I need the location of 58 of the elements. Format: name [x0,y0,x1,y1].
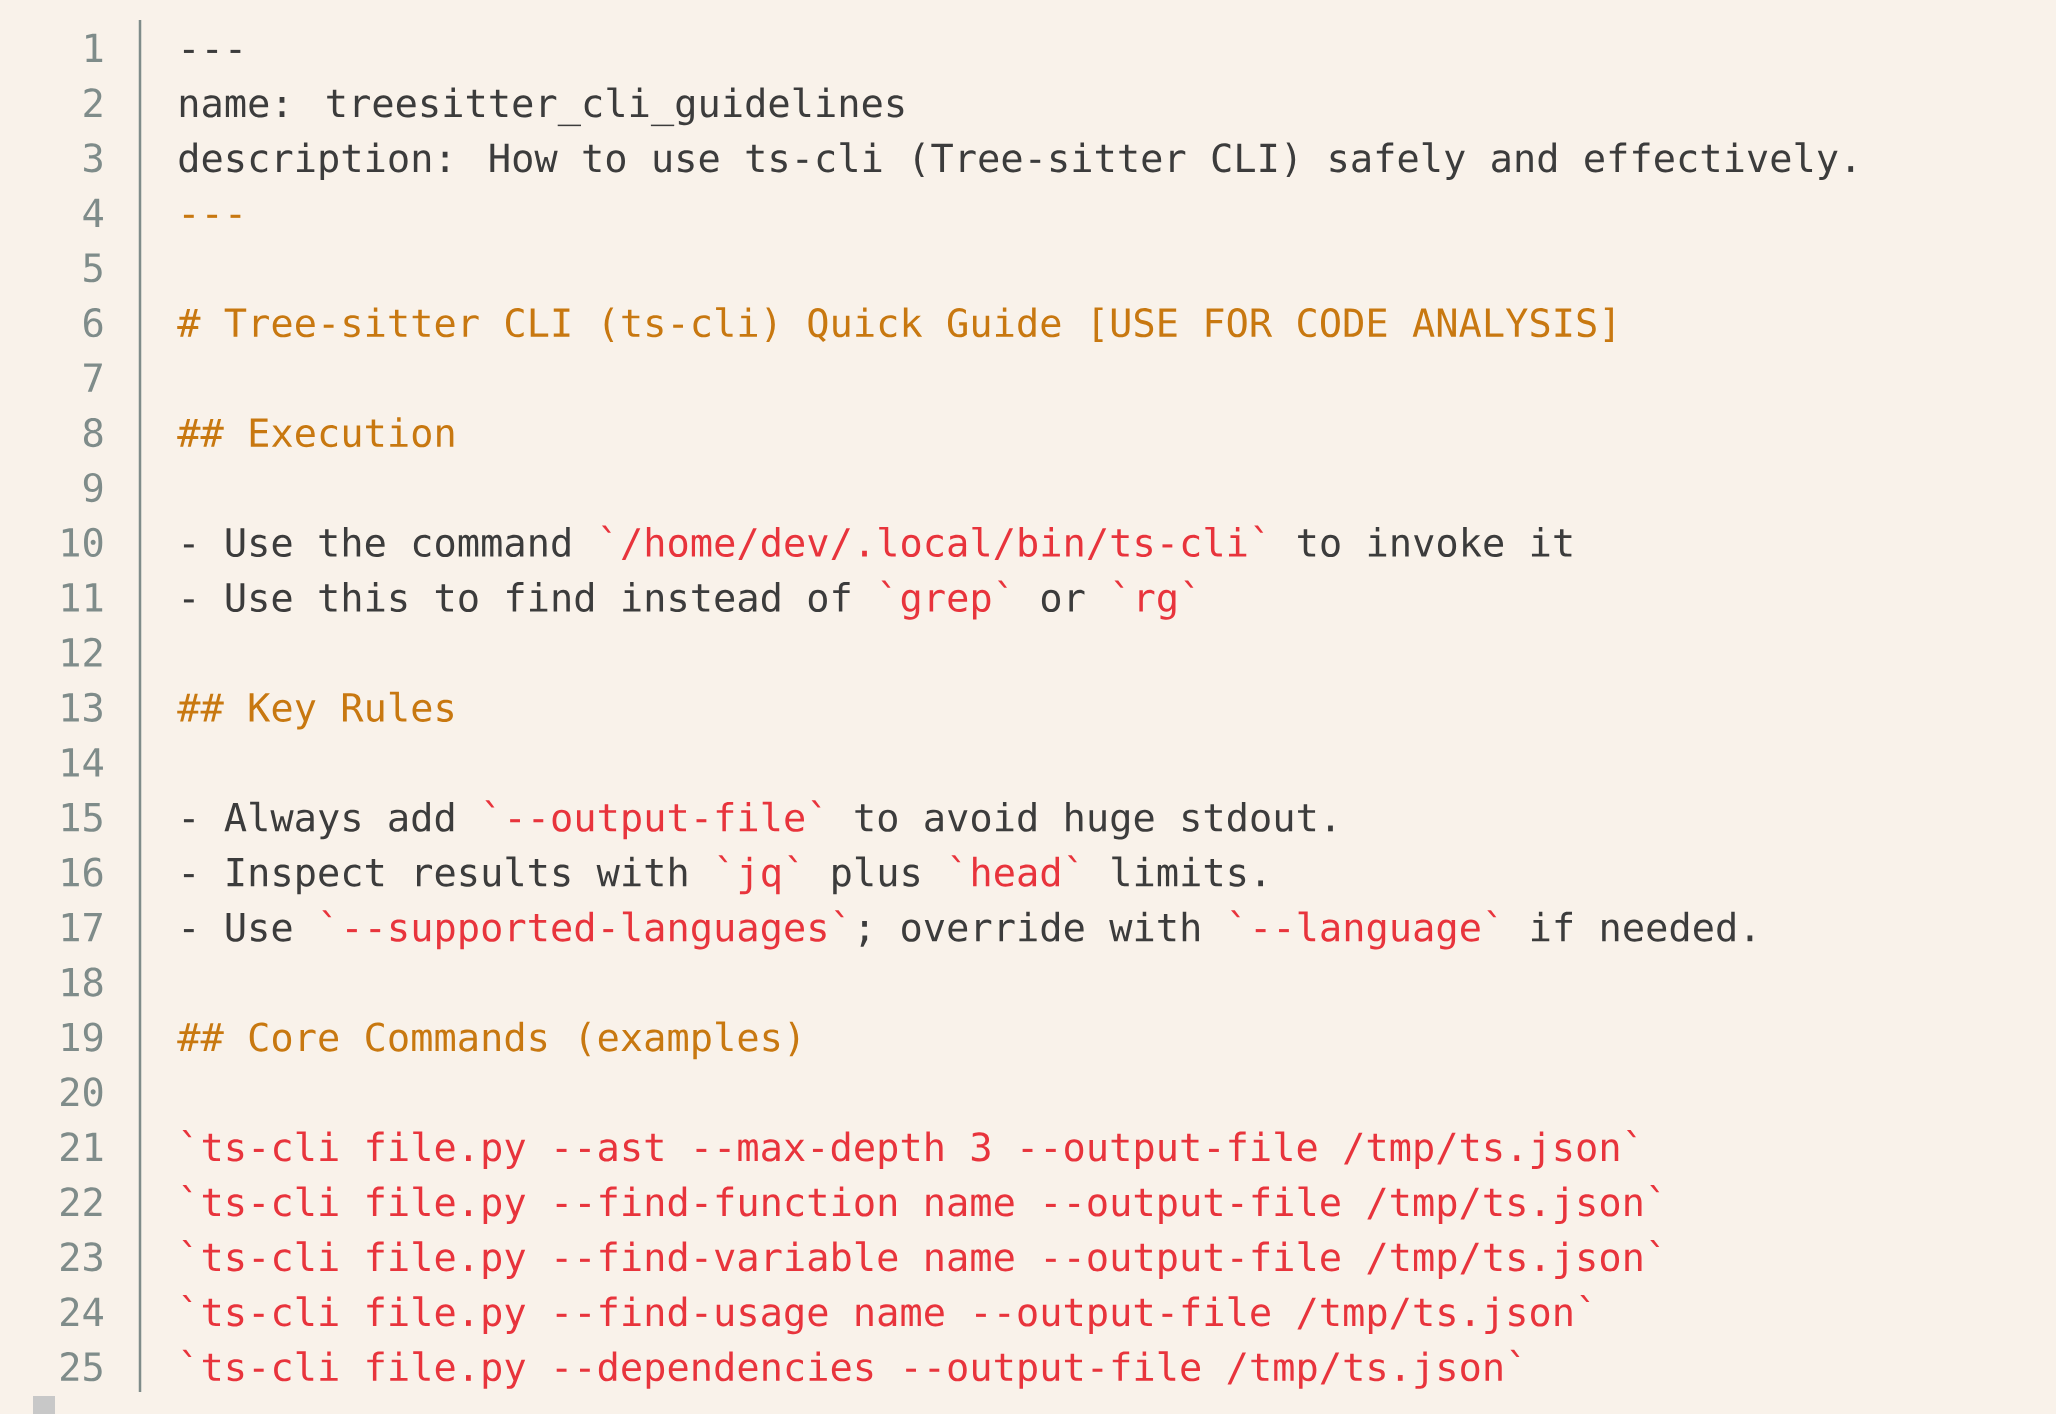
line-number: 23 [61,1242,102,1272]
inline-code: `ts-cli file.py --find-usage name --output-file /tmp/ts.json` [182,1294,1590,1335]
line-number: 9 [83,472,103,503]
line-number: 10 [62,527,103,558]
line-number: 25 [61,1352,102,1382]
inline-code: `grep` [881,580,1007,620]
code-text: - Use the command [183,527,570,558]
line-number: 19 [62,1022,103,1052]
code-text: if needed. [1532,911,1753,942]
line-number: 2 [84,88,102,117]
line-number: 8 [84,418,103,448]
line-number: 18 [62,967,103,997]
line-number: 16 [62,857,103,887]
heading-text: ## Core Commands (examples) [177,1021,799,1060]
code-text: or [1041,589,1085,613]
line-number: 6 [84,308,103,338]
inline-code: `rg` [1114,580,1194,620]
inline-code: `ts-cli file.py --ast --max-depth 3 --output-file /tmp/ts.json` [182,1130,1636,1170]
code-text: name: treesitter_cli_guidelines [180,87,904,127]
heading-text: --- [183,214,241,218]
line-number: 24 [61,1297,103,1326]
code-text: --- [183,49,241,53]
line-number: 22 [61,1187,102,1216]
inline-code: `head` [951,855,1077,887]
code-text: description: How to use ts-cli (Tree-sitter CLI) safely and effectively. [179,142,1854,180]
inline-code: `ts-cli file.py --find-function name --output-file /tmp/ts.json` [182,1185,1660,1225]
code-text: ; override with [860,911,1199,947]
line-number: 13 [62,692,102,722]
line-number: 7 [84,363,102,392]
code-text: to invoke it [1298,527,1572,558]
code-text: - Always add [183,801,454,840]
line-number: 3 [84,143,102,173]
inline-code: `ts-cli file.py --find-variable name --output-file /tmp/ts.json` [182,1239,1660,1279]
heading-text: ## Execution [177,417,454,448]
line-number: 11 [62,583,103,612]
code-text: - Inspect results with [183,856,687,895]
inline-code: `--output-file` [485,800,821,840]
line-number: 1 [86,33,103,62]
code-text: - Use this to find instead of [183,582,850,613]
line-number: 15 [62,803,102,832]
line-number: 17 [62,913,102,942]
code-text: to avoid huge stdout. [855,801,1333,840]
code-text: limits. [1112,856,1263,887]
line-number: 21 [61,1132,103,1161]
inline-code: `--language` [1231,910,1497,950]
code-text: - Use [183,913,292,942]
heading-text: # Tree-sitter CLI (ts-cli) Quick Guide [USE FOR CODE ANALYSIS] [177,307,1613,342]
line-number: 14 [62,748,103,777]
inline-code: `ts-cli file.py --dependencies --output-file /tmp/ts.json` [182,1349,1520,1389]
line-number: 20 [61,1077,103,1107]
inline-code: `/home/dev/.local/bin/ts-cli` [601,525,1264,561]
heading-text: ## Key Rules [177,691,453,730]
line-number: 5 [84,253,102,283]
line-number: 12 [62,637,102,667]
inline-code: `jq` [718,855,798,895]
line-number: 4 [83,198,103,227]
inline-code: `--supported-languages` [322,910,844,950]
code-text: plus [833,856,919,895]
